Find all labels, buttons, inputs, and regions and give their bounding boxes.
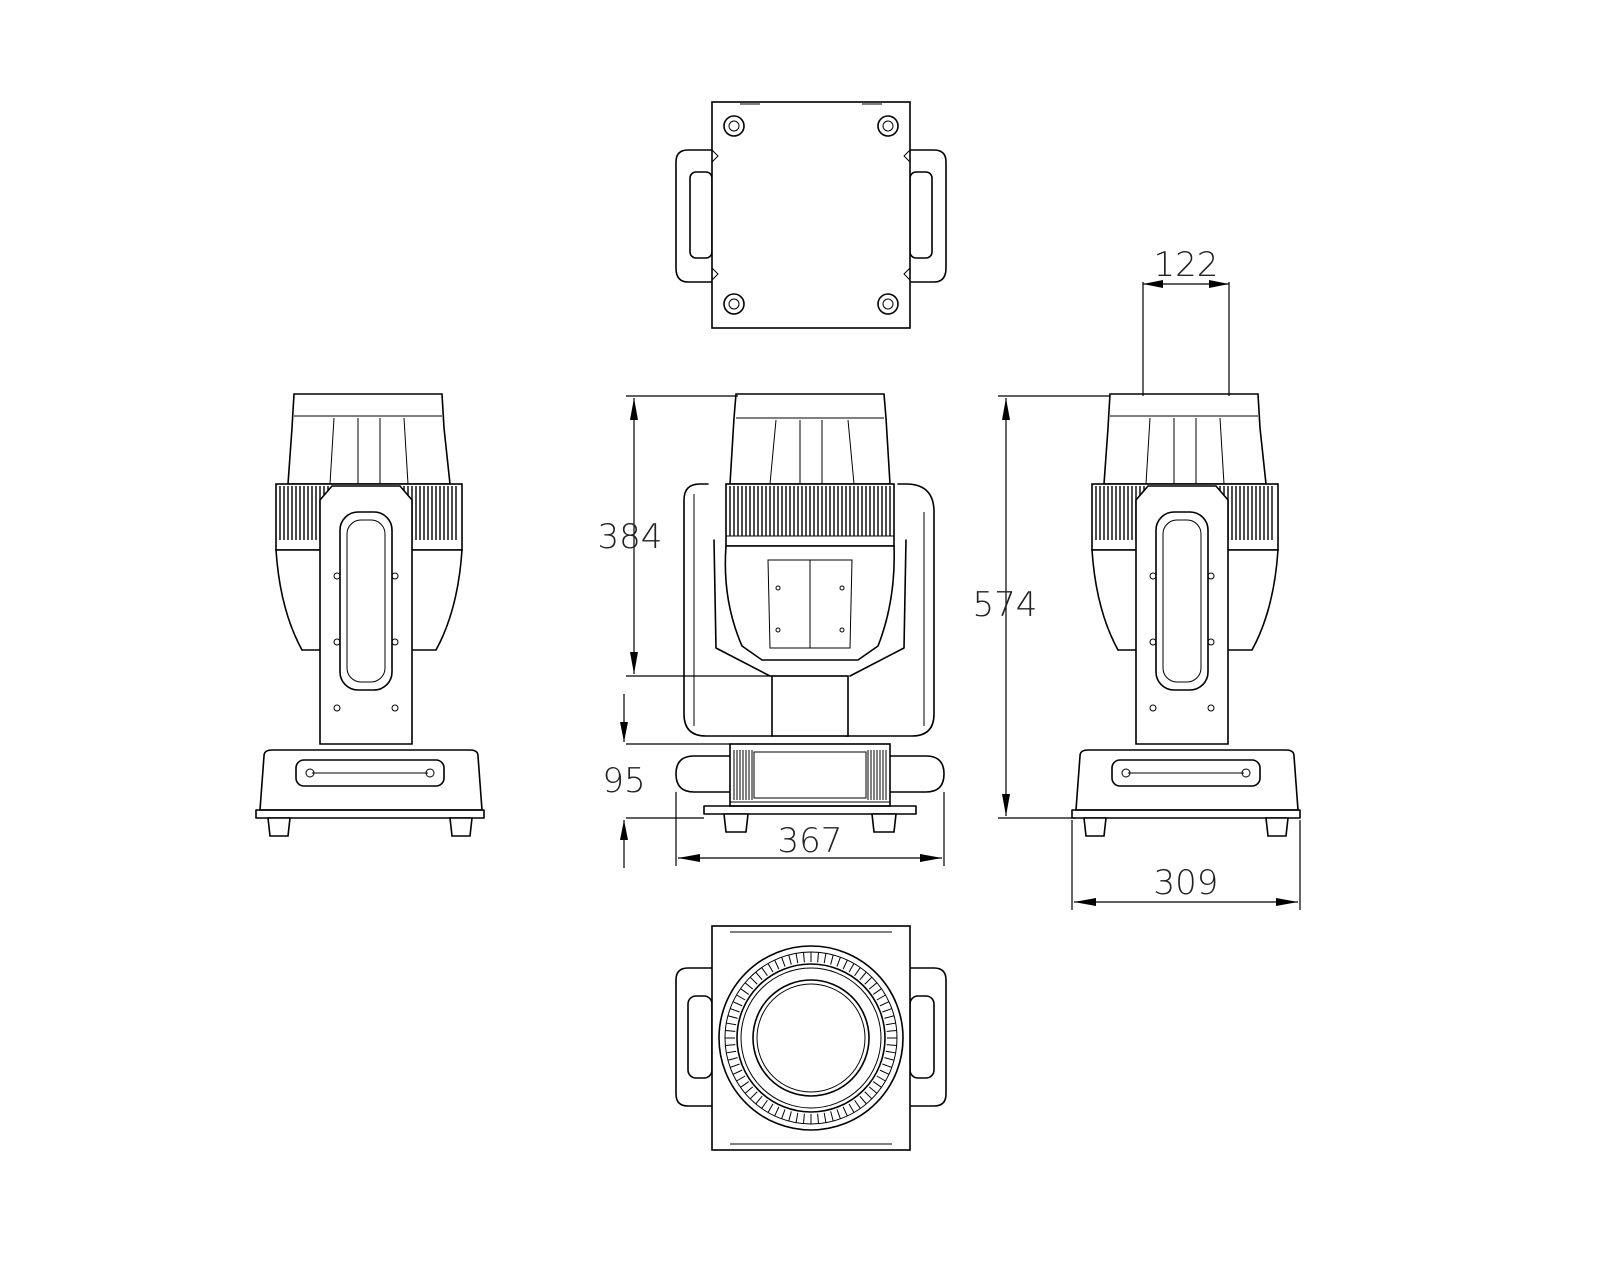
fin-line — [740, 988, 750, 995]
fin-line — [730, 1008, 740, 1013]
dimension-label-367: 367 — [778, 821, 843, 861]
fin-line — [730, 1063, 740, 1068]
dimension-95: 95 — [602, 694, 730, 868]
fin-line — [882, 1008, 892, 1013]
fin-line — [885, 1050, 896, 1054]
fin-line — [859, 1095, 867, 1105]
fin-line — [774, 959, 780, 970]
side-view-right — [1071, 393, 1301, 837]
fin-line — [830, 1111, 834, 1122]
fin-line — [767, 1103, 774, 1113]
fin-line — [744, 1086, 754, 1094]
fin-line — [788, 1111, 792, 1122]
fin-line — [774, 1106, 780, 1117]
fin-line — [842, 959, 848, 970]
fin-line — [879, 1001, 890, 1007]
fin-line — [803, 1113, 805, 1124]
fin-line — [823, 1112, 827, 1123]
fin-line — [732, 1001, 743, 1007]
dimension-label-574: 574 — [973, 585, 1038, 625]
fin-line — [854, 1099, 861, 1109]
fin-line — [725, 1030, 736, 1032]
fin-line — [864, 1091, 873, 1100]
fin-line — [761, 1099, 768, 1109]
fin-line — [732, 1069, 743, 1075]
fin-line — [848, 963, 855, 973]
fin-line — [761, 967, 768, 977]
dimension-574: 574 — [973, 395, 1110, 819]
fin-line — [736, 994, 746, 1001]
front-base-ribs — [733, 750, 887, 800]
fin-line — [817, 952, 819, 963]
dimension-label-309: 309 — [1154, 863, 1219, 903]
fin-line — [882, 1063, 892, 1068]
dimension-122: 122 — [1142, 245, 1230, 396]
fin-line — [727, 1015, 738, 1019]
fin-line — [767, 963, 774, 973]
fin-line — [884, 1015, 895, 1019]
dimension-309: 309 — [1071, 820, 1301, 910]
fin-line — [885, 1022, 896, 1026]
fin-line — [842, 1106, 848, 1117]
fin-line — [740, 1081, 750, 1088]
fin-line — [830, 954, 834, 965]
dimension-label-384: 384 — [598, 517, 663, 557]
fin-line — [868, 1086, 878, 1094]
dimension-label-122: 122 — [1154, 245, 1219, 285]
fin-line — [725, 1044, 736, 1046]
fin-line — [781, 1109, 786, 1119]
fin-line — [726, 1022, 737, 1026]
fin-line — [755, 971, 763, 981]
fin-line — [726, 1050, 737, 1054]
dimension-label-95: 95 — [602, 761, 645, 801]
front-view — [675, 393, 945, 833]
fin-line — [876, 1075, 886, 1082]
fin-line — [749, 1091, 758, 1100]
dimension-384: 384 — [598, 395, 772, 677]
fin-line — [795, 1112, 799, 1123]
fin-line — [868, 982, 878, 990]
fin-line — [864, 976, 873, 985]
fin-line — [854, 967, 861, 977]
fin-line — [836, 1109, 841, 1119]
front-fin-band — [729, 486, 891, 536]
dimension-367: 367 — [675, 792, 945, 866]
fin-line — [886, 1030, 897, 1032]
fin-line — [884, 1057, 895, 1061]
fin-line — [859, 971, 867, 981]
fin-line — [876, 994, 886, 1001]
bottom-view — [675, 925, 947, 1151]
fin-line — [795, 953, 799, 964]
fin-line — [803, 952, 805, 963]
fin-line — [788, 954, 792, 965]
fin-line — [836, 957, 841, 967]
fin-line — [872, 1081, 882, 1088]
top-view — [675, 101, 947, 329]
fin-line — [872, 988, 882, 995]
bottom-ring-teeth — [725, 952, 897, 1124]
fin-line — [727, 1057, 738, 1061]
fin-line — [755, 1095, 763, 1105]
fin-line — [848, 1103, 855, 1113]
fin-line — [823, 953, 827, 964]
fin-line — [879, 1069, 890, 1075]
fin-line — [744, 982, 754, 990]
side-view-left — [255, 393, 485, 837]
fin-line — [749, 976, 758, 985]
fin-line — [781, 957, 786, 967]
fin-line — [736, 1075, 746, 1082]
fin-line — [817, 1113, 819, 1124]
fin-line — [886, 1044, 897, 1046]
